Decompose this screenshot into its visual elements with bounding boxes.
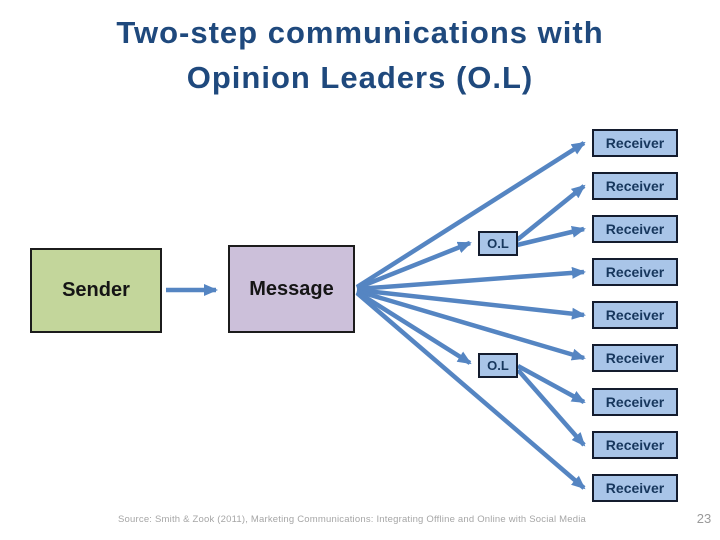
arrow-message-to-receiver-5 [356,287,586,320]
receiver-box-5: Receiver [592,301,678,329]
receiver-box-4: Receiver [592,258,678,286]
message-box: Message [228,245,355,333]
opinion-leader-box-bottom: O.L [478,353,518,378]
receiver-box-7: Receiver [592,388,678,416]
arrow-message-to-receiver-1 [355,141,586,289]
receiver-box-8: Receiver [592,431,678,459]
receiver-box-1: Receiver [592,129,678,157]
sender-box: Sender [30,248,162,333]
arrow-message-to-receiver-4 [356,266,586,292]
arrow-message-to-receiver-9 [355,291,586,490]
receiver-box-3: Receiver [592,215,678,243]
page-number: 23 [696,511,712,526]
arrow-message-to-ol-top [356,240,472,291]
arrow-ol-bottom-to-receiver-7 [516,364,586,404]
arrow-message-to-receiver-6 [356,288,586,361]
slide-title-line2: Opinion Leaders (O.L) [186,60,534,95]
opinion-leader-box-top: O.L [478,231,518,256]
receiver-box-9: Receiver [592,474,678,502]
slide-title-line1: Two-step communications with [116,15,604,50]
receiver-box-2: Receiver [592,172,678,200]
source-citation: Source: Smith & Zook (2011), Marketing C… [118,514,587,525]
arrow-ol-top-to-receiver-2 [515,184,586,242]
receiver-box-6: Receiver [592,344,678,372]
arrow-ol-top-to-receiver-3 [516,225,586,248]
slide-title: Two-step communications with Opinion Lea… [0,10,720,100]
arrow-ol-bottom-to-receiver-8 [516,368,586,447]
arrow-message-to-ol-bottom [355,290,472,365]
